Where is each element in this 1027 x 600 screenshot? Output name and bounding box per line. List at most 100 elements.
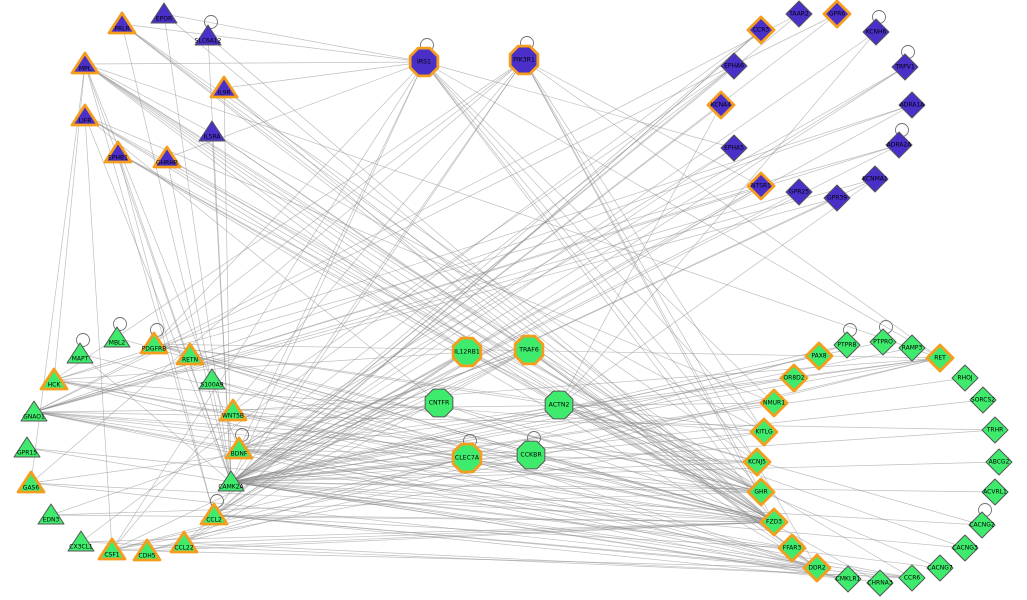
edge	[80, 541, 913, 579]
node-MBL2[interactable]: MBL2	[103, 317, 131, 348]
node-RHOJ[interactable]: RHOJ	[951, 364, 979, 392]
node-shape	[746, 171, 776, 201]
node-shape	[508, 44, 540, 76]
node-shape	[985, 448, 1013, 476]
edge	[111, 349, 530, 551]
edge	[230, 344, 848, 483]
node-ACVRL1[interactable]: ACVRL1	[981, 478, 1009, 506]
node-CNTFR[interactable]: CNTFR	[424, 388, 454, 418]
node-SORCS2[interactable]: SORCS2	[969, 386, 997, 414]
node-PIK3R1[interactable]: PIK3R1	[508, 36, 540, 76]
node-LIFR[interactable]: LIFR	[70, 103, 100, 127]
edge	[84, 63, 468, 353]
node-shape	[951, 534, 979, 562]
edge	[211, 379, 818, 569]
node-GPR6[interactable]: GPR6	[822, 0, 852, 29]
node-TRPV1[interactable]: TRPV1	[891, 45, 919, 81]
node-OR8D2[interactable]: OR8D2	[779, 363, 809, 393]
node-KCNJ5[interactable]: KCNJ5	[742, 447, 772, 477]
node-KCNH6[interactable]: KCNH6	[862, 10, 890, 46]
node-NTSR1[interactable]: NTSR1	[746, 171, 776, 201]
edge	[230, 349, 530, 483]
node-SLC6A12[interactable]: SLC6A12	[194, 15, 222, 46]
edge	[230, 185, 762, 483]
node-ACTN2[interactable]: ACTN2	[544, 390, 574, 420]
edge	[423, 61, 941, 359]
node-shape	[408, 46, 440, 78]
edge	[423, 61, 775, 404]
node-CCR3[interactable]: CCR3	[746, 15, 776, 45]
node-EPOR[interactable]: EPOR	[150, 2, 178, 24]
node-TRHR[interactable]: TRHR	[981, 416, 1009, 444]
node-CACNG2[interactable]: CACNG2	[968, 503, 996, 539]
node-PRLR[interactable]: PRLR	[107, 11, 137, 35]
node-CSF1[interactable]: CSF1	[97, 537, 127, 561]
node-shape	[13, 436, 41, 458]
node-GNAO1[interactable]: GNAO1	[20, 400, 48, 422]
node-shape	[779, 363, 809, 393]
node-shape	[209, 75, 239, 99]
node-GPR39[interactable]: GPR39	[823, 184, 851, 212]
node-GPR25[interactable]: GPR25	[785, 178, 813, 206]
node-shape	[804, 341, 834, 371]
node-shape	[746, 15, 776, 45]
edge	[26, 447, 232, 483]
node-IL12RB1[interactable]: IL12RB1	[451, 336, 483, 368]
edge	[423, 61, 775, 523]
edge	[183, 351, 468, 544]
edge	[213, 457, 468, 516]
node-PTPRB[interactable]: PTPRB	[833, 323, 861, 359]
edge	[238, 61, 425, 450]
edge	[223, 87, 530, 351]
node-ABCG2[interactable]: ABCG2	[985, 448, 1013, 476]
node-KCNMA1[interactable]: KCNMA1	[861, 165, 889, 193]
node-CACNG3[interactable]: CACNG3	[951, 534, 979, 562]
node-shape	[720, 134, 748, 162]
node-IL5RA[interactable]: IL5RA	[198, 120, 226, 142]
node-EPHA5[interactable]: EPHA5	[720, 134, 748, 162]
edge	[238, 66, 906, 450]
node-TAAR2[interactable]: TAAR2	[785, 0, 813, 28]
edge	[117, 152, 762, 493]
node-MPL[interactable]: MPL	[70, 51, 100, 75]
node-MAPT[interactable]: MAPT	[66, 333, 94, 364]
edge	[232, 65, 735, 412]
edge	[121, 23, 762, 493]
node-shape	[785, 0, 813, 28]
node-IRS1[interactable]: IRS1	[408, 38, 440, 78]
node-CX3CL1[interactable]: CX3CL1	[67, 530, 95, 552]
node-CCR6[interactable]: CCR6	[898, 564, 926, 592]
node-KCNA4[interactable]: KCNA4	[706, 90, 736, 120]
edge	[166, 157, 762, 493]
node-EPHB1[interactable]: EPHB1	[103, 140, 133, 164]
node-GPR15[interactable]: GPR15	[13, 436, 41, 458]
node-TRAF6[interactable]: TRAF6	[513, 334, 545, 366]
node-EDN3[interactable]: EDN3	[37, 503, 65, 525]
node-RET[interactable]: RET	[925, 343, 955, 373]
edge	[232, 410, 775, 523]
edge	[79, 353, 775, 523]
edge	[33, 411, 793, 549]
edge	[230, 399, 984, 483]
node-PAX8[interactable]: PAX8	[804, 341, 834, 371]
node-ADRA1A[interactable]: ADRA1A	[898, 91, 926, 119]
node-shape	[898, 91, 926, 119]
node-CMKLR1[interactable]: CMKLR1	[834, 565, 862, 593]
node-shape	[802, 553, 832, 583]
edge	[84, 63, 232, 483]
node-HCK[interactable]: HCK	[39, 367, 69, 391]
edge	[30, 59, 525, 484]
node-GHRHR[interactable]: GHRHR	[152, 145, 182, 169]
edge	[230, 377, 795, 483]
node-ADRA2A[interactable]: ADRA2A	[885, 123, 913, 159]
edge	[223, 61, 425, 89]
edge	[523, 59, 775, 523]
edge	[80, 29, 762, 543]
node-shape	[759, 507, 789, 537]
edge	[213, 66, 906, 516]
edge	[232, 410, 818, 569]
node-CACNG7[interactable]: CACNG7	[926, 554, 954, 582]
node-shape	[891, 53, 919, 81]
node-shape	[199, 502, 229, 526]
edge	[84, 115, 775, 523]
